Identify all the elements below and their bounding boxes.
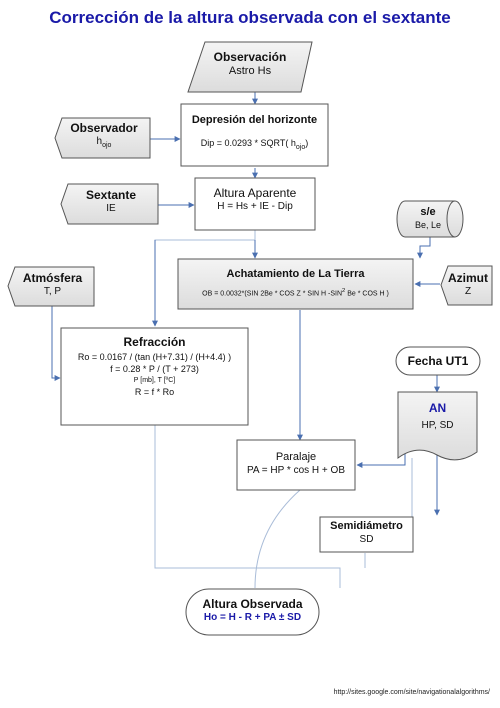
semidiametro-shape [319,516,414,553]
observacion-node: Observación Astro Hs [190,50,310,79]
achatamiento-formula-sup: 2 [342,287,346,294]
sextante-shape [60,183,159,225]
observacion-sub: Astro Hs [228,65,272,77]
se-title: s/e [420,206,436,218]
atmosfera-sub: T, P [43,286,62,297]
azimut-node: Azimut Z [444,271,492,299]
paralaje-shape [236,439,356,491]
se-sub: Be, Le [414,219,442,230]
depresion-title: Depresión del horizonte [191,114,318,126]
an-shape [397,391,478,461]
depresion-formula-sub: ojo [295,143,306,151]
depresion-formula-end: ) [305,137,309,148]
observador-shape [54,117,151,159]
observador-sub-main: h [96,136,103,147]
sextante-sub: IE [106,203,116,214]
se-node: s/e Be, Le [398,206,458,231]
observacion-shape [187,41,313,93]
azimut-title: Azimut [448,271,488,285]
altura-aparente-formula: H = Hs + IE - Dip [217,201,293,212]
source-url[interactable]: http://sites.google.com/site/navigationa… [333,689,490,696]
sextante-node: Sextante IE [64,188,158,216]
se-shape [396,200,464,238]
an-title: AN [428,401,447,415]
refraccion-line3: P [mb], T [ºC] [133,376,176,384]
semidiametro-sub: SD [359,533,374,545]
refraccion-line4: R = f * Ro [134,386,175,397]
depresion-shape [180,103,329,167]
an-sub: HP, SD [421,420,454,432]
azimut-shape [440,265,493,306]
achatamiento-shape [177,258,414,310]
refraccion-line1: Ro = 0.0167 / (tan (H+7.31) / (H+4.4) ) [77,351,232,362]
altura-aparente-node: Altura Aparente H = Hs + IE - Dip [195,186,315,214]
depresion-formula-main: Dip = 0.0293 * SQRT( h [200,137,296,148]
altura-aparente-title: Altura Aparente [213,186,297,200]
paralaje-title: Paralaje [275,451,317,463]
achatamiento-formula-end: Be * COS H ) [345,290,389,298]
refraccion-title: Refracción [123,335,186,349]
atmosfera-title: Atmósfera [22,271,83,285]
observador-node: Observador hojo [58,121,150,151]
altura-observada-node: Altura Observada Ho = H - R + PA ± SD [186,597,319,625]
semidiametro-node: Semidiámetro SD [320,520,413,546]
paralaje-node: Paralaje PA = HP * cos H + OB [237,451,355,477]
refraccion-shape [60,327,249,426]
page-title: Corrección de la altura observada con el… [49,8,451,27]
observador-title: Observador [70,121,138,135]
atmosfera-shape [7,266,95,307]
atmosfera-node: Atmósfera T, P [11,271,94,299]
altura-observada-title: Altura Observada [202,597,303,611]
refraccion-line2: f = 0.28 * P / (T + 273) [110,364,199,375]
altura-observada-formula: Ho = H - R + PA ± SD [203,612,302,623]
depresion-node: Depresión del horizonte Dip = 0.0293 * S… [181,114,328,152]
depresion-formula: Dip = 0.0293 * SQRT( hojo) [181,138,328,153]
altura-aparente-shape [194,177,316,231]
semidiametro-title: Semidiámetro [330,520,403,532]
achatamiento-node: Achatamiento de La Tierra OB = 0.0032*(S… [178,268,413,299]
an-node: AN HP, SD [398,399,477,434]
observador-sub: hojo [58,136,150,151]
arrows [51,92,440,516]
refraccion-node: Refracción Ro = 0.0167 / (tan (H+7.31) /… [61,334,248,398]
achatamiento-formula-main: OB = 0.0032*(SIN 2Be * COS Z * SIN H -SI… [202,290,343,298]
paralaje-formula: PA = HP * cos H + OB [246,464,345,476]
fecha-shape [395,346,481,376]
observacion-title: Observación [213,50,287,64]
achatamiento-formula: OB = 0.0032*(SIN 2Be * COS Z * SIN H -SI… [178,288,413,299]
azimut-sub: Z [464,286,472,297]
altura-observada-shape [185,588,320,636]
fecha-title: Fecha UT1 [407,354,469,368]
sextante-title: Sextante [85,188,137,202]
achatamiento-title: Achatamiento de La Tierra [226,268,365,280]
observador-sub-index: ojo [102,142,112,149]
